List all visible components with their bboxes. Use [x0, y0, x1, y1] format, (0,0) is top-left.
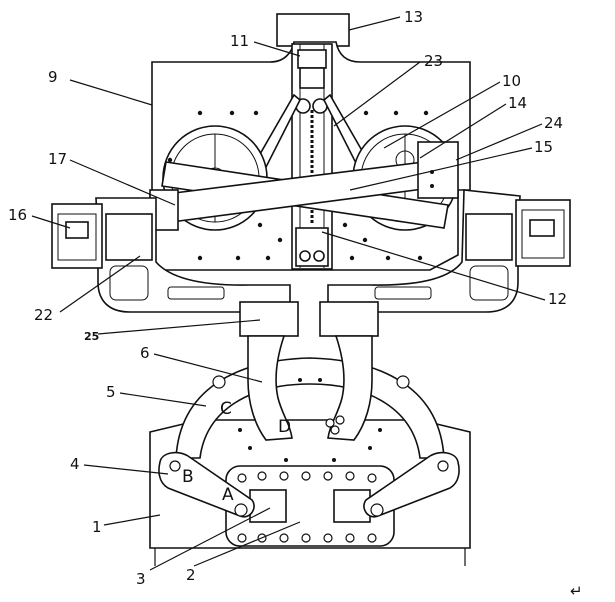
- right-motor: [515, 199, 571, 267]
- label-24: 24: [544, 114, 563, 132]
- part-25-left-pad: [239, 301, 299, 337]
- label-11: 11: [230, 32, 249, 50]
- right-jaw-slot2: [374, 286, 432, 300]
- label-17: 17: [48, 150, 67, 168]
- part-3-left-block: [249, 489, 287, 523]
- left-jaw-head: [105, 213, 153, 261]
- part-11-screw-top: [297, 49, 327, 69]
- label-3: 3: [136, 570, 146, 588]
- letter-a: A: [222, 485, 234, 505]
- label-2: 2: [186, 566, 196, 584]
- label-25: 25: [84, 330, 99, 343]
- label-6: 6: [140, 344, 150, 362]
- leader-lines: [31, 16, 546, 571]
- part-4-left-link: [158, 451, 255, 518]
- part-25-right-pad: [319, 301, 379, 337]
- housing-holes: [167, 110, 456, 261]
- label-4: 4: [70, 455, 80, 473]
- part-16-left-motor: [51, 203, 103, 269]
- corner-mark: ↵: [570, 582, 583, 598]
- part-13-box: [276, 13, 350, 47]
- column-roller: [313, 250, 325, 262]
- column-roller: [299, 250, 311, 262]
- letter-c: C: [220, 399, 232, 419]
- part-11-screw-body: [299, 67, 325, 89]
- label-13: 13: [404, 8, 423, 26]
- label-22: 22: [34, 306, 53, 324]
- label-9: 9: [48, 68, 58, 86]
- label-12: 12: [548, 290, 567, 308]
- part-4-right-link: [363, 451, 460, 518]
- part-6-left-clamp: [247, 335, 293, 441]
- letter-b: B: [182, 467, 194, 487]
- label-5: 5: [106, 383, 116, 401]
- label-16: 16: [8, 206, 27, 224]
- slider-plate-holes: [237, 471, 377, 543]
- right-jaw-head: [465, 213, 513, 261]
- label-23: 23: [424, 52, 443, 70]
- label-15: 15: [534, 138, 553, 156]
- right-jaw-slot: [469, 265, 509, 301]
- label-1: 1: [92, 518, 102, 536]
- column-block: [295, 227, 329, 267]
- letter-d: D: [278, 417, 291, 437]
- label-14: 14: [508, 94, 527, 112]
- left-jaw-slot2: [167, 286, 225, 300]
- left-jaw-slot: [109, 265, 149, 301]
- label-10: 10: [502, 72, 521, 90]
